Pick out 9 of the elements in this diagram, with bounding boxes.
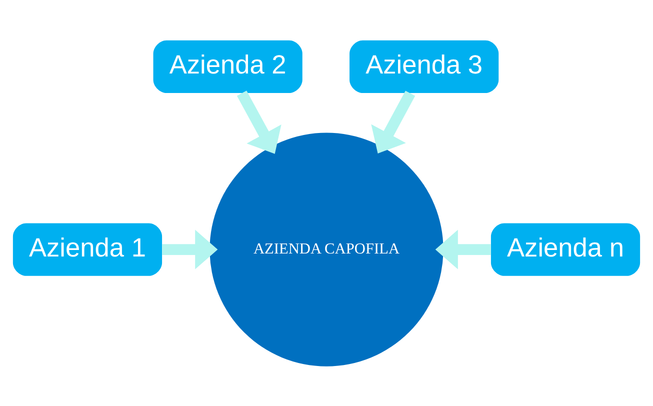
node-circle: AZIENDA CAPOFILA — [210, 132, 444, 366]
arrow — [371, 90, 416, 153]
node-box: Azienda 3 — [350, 40, 499, 92]
arrow — [236, 90, 282, 154]
arrow — [162, 229, 218, 269]
arrow — [435, 229, 491, 269]
node-box: Azienda 2 — [153, 40, 302, 92]
node-box: Azienda 1 — [12, 222, 162, 276]
node-box: Azienda n — [490, 222, 640, 276]
